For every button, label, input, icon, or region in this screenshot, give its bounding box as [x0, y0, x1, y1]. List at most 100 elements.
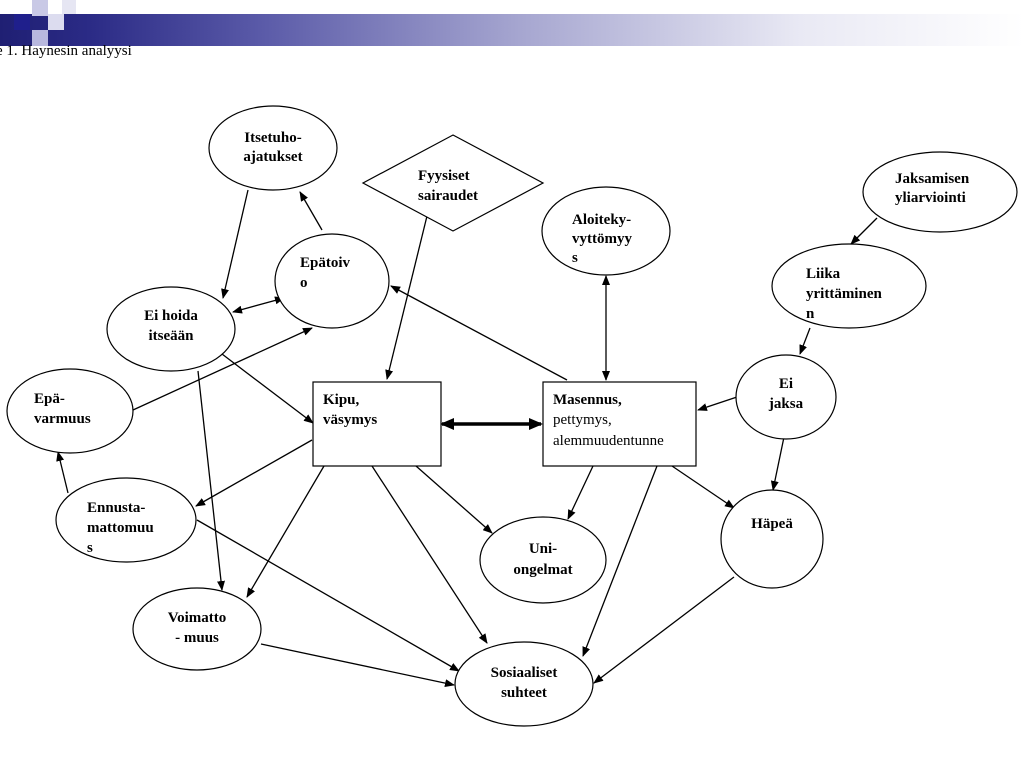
edge-voimatto-sosiaaliset: [260, 643, 455, 688]
node-text: yrittäminen: [806, 286, 882, 302]
node-text: Aloiteky-: [572, 212, 631, 228]
node-shape: [55, 477, 197, 563]
node-fyysiset: Fyysiset sairaudet: [361, 134, 545, 232]
header-square-light-1: [32, 0, 48, 16]
node-text: o: [300, 275, 308, 291]
node-shape: [106, 286, 236, 372]
node-text: pettymys,: [553, 412, 612, 428]
node-text: jaksa: [768, 396, 804, 412]
edge-masennus-sosiaaliset: [582, 465, 658, 657]
node-kipu: Kipu, väsymys: [312, 381, 442, 467]
edge-kipu-ennusta: [195, 439, 313, 507]
node-aloite: Aloiteky- vyttömyy s: [541, 186, 671, 276]
node-epavarmuus: Epä- varmuus: [6, 368, 134, 454]
node-jaksamisen: Jaksamisen yliarviointi: [862, 151, 1018, 233]
node-text: ajatukset: [243, 149, 302, 165]
edge-eihoida-epatoivo: [232, 296, 285, 314]
node-text: itseään: [149, 328, 195, 344]
edge-kipu-sosiaaliset: [371, 465, 488, 644]
node-shape: [720, 489, 824, 589]
header-square-light-3: [32, 30, 48, 46]
edge-masennus-uni: [567, 465, 594, 520]
node-text: Fyysiset: [418, 168, 470, 184]
node-text: Ennusta-: [87, 500, 145, 516]
header-square-light-4: [62, 0, 76, 14]
node-liika: Liika yrittäminen n: [771, 243, 927, 329]
edge-fyysiset-kipu: [385, 215, 428, 380]
node-shape: [771, 243, 927, 329]
edge-ennusta-sosiaaliset: [196, 519, 460, 672]
node-text: Ei: [779, 376, 793, 392]
node-text: Itsetuho-: [244, 130, 302, 146]
edge-jaksamisen-liika: [850, 217, 878, 245]
node-shape: [274, 233, 390, 329]
node-text: yliarviointi: [895, 190, 966, 206]
node-shape: [541, 186, 671, 276]
header-square-navy: [14, 14, 30, 30]
edge-masennus-epatoivo: [390, 285, 568, 381]
node-itsetuho: Itsetuho- ajatukset: [208, 105, 338, 191]
node-ennusta: Ennusta- mattomuu s: [55, 477, 197, 563]
node-text: s: [572, 250, 578, 266]
node-shape: [862, 151, 1018, 233]
node-text: Häpeä: [751, 516, 793, 532]
node-eihoida: Ei hoida itseään: [106, 286, 236, 372]
node-hapea: Häpeä: [720, 489, 824, 589]
edge-epavarmuus-epatoivo: [132, 327, 313, 411]
node-text: Masennus,: [553, 392, 622, 408]
node-eijaksa: Ei jaksa: [735, 354, 837, 440]
edge-epatoivo-itsetuho: [299, 191, 323, 231]
node-text: vyttömyy: [572, 231, 632, 247]
node-text: Uni-: [529, 541, 557, 557]
node-text: Liika: [806, 266, 841, 282]
node-text: Epätoiv: [300, 255, 351, 271]
edge-masennus-hapea: [671, 465, 735, 509]
header-square-light-2: [48, 14, 64, 30]
edge-eijaksa-hapea: [770, 436, 785, 491]
node-text: väsymys: [323, 412, 377, 428]
node-text: n: [806, 306, 815, 322]
figure-caption: e 1. Haynesin analyysi: [0, 43, 132, 59]
node-sosiaaliset: Sosiaaliset suhteet: [454, 641, 594, 727]
node-shape: [132, 587, 262, 671]
node-shape: [361, 134, 545, 232]
node-text: Sosiaaliset: [491, 665, 558, 681]
edge-hapea-sosiaaliset: [593, 576, 735, 684]
header-gradient-band: [0, 14, 1024, 46]
node-epatoivo: Epätoiv o: [274, 233, 390, 329]
node-text: - muus: [175, 630, 219, 646]
edge-eijaksa-masennus: [697, 396, 738, 411]
node-text: Epä-: [34, 391, 65, 407]
edge-kipu-uni: [415, 465, 493, 534]
node-shape: [208, 105, 338, 191]
edge-ennusta-epavarmuus: [56, 451, 69, 494]
edge-eihoida-voimatto: [197, 370, 225, 591]
edge-itsetuho-eihoida: [221, 189, 249, 299]
edges: [56, 189, 878, 688]
node-shape: [735, 354, 837, 440]
node-text: Voimatto: [168, 610, 227, 626]
edge-eihoida-kipu: [221, 353, 314, 424]
node-text: Kipu,: [323, 392, 360, 408]
node-text: sairaudet: [418, 188, 478, 204]
node-uni: Uni- ongelmat: [479, 516, 607, 604]
node-text: suhteet: [501, 685, 547, 701]
node-masennus: Masennus, pettymys, alemmuudentunne: [542, 381, 697, 467]
node-text: alemmuudentunne: [553, 433, 664, 449]
node-text: Jaksamisen: [895, 171, 970, 187]
node-text: Ei hoida: [144, 308, 198, 324]
node-shape: [454, 641, 594, 727]
edge-kipu-voimatto: [246, 465, 325, 598]
node-text: ongelmat: [513, 562, 572, 578]
node-voimatto: Voimatto - muus: [132, 587, 262, 671]
node-text: mattomuu: [87, 520, 154, 536]
node-shape: [312, 381, 442, 467]
node-shape: [542, 381, 697, 467]
node-text: varmuus: [34, 411, 91, 427]
node-shape: [479, 516, 607, 604]
node-text: s: [87, 540, 93, 556]
edge-liika-eijaksa: [799, 327, 811, 355]
node-shape: [6, 368, 134, 454]
